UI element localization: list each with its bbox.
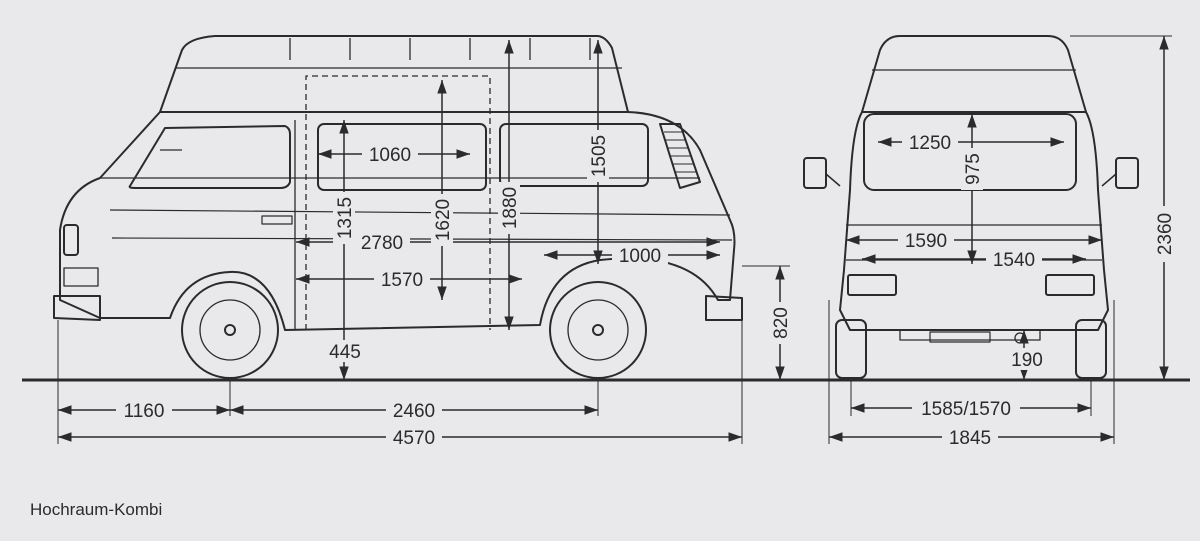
rear-body: [839, 111, 1109, 331]
label-front-overhang: 1160: [124, 401, 165, 422]
front-bumper: [53, 295, 101, 321]
vent-grille: [659, 123, 701, 189]
label-ground-clearance: 190: [1011, 350, 1043, 371]
label-floor-clearance: 445: [329, 342, 361, 363]
label-cargo-length: 2780: [361, 233, 403, 254]
rear-view-van: [803, 35, 1139, 379]
mirror-left: [803, 157, 827, 189]
right-taillight: [1045, 274, 1095, 296]
front-wheel: [181, 281, 279, 379]
rear-dimension-labels: 1250 975 1590 1540 2360 190 1585/1570 18…: [898, 131, 1176, 449]
rear-wheel-left: [835, 319, 867, 379]
drawing-caption: Hochraum-Kombi: [30, 500, 163, 519]
label-overall-height: 2360: [1155, 213, 1176, 255]
side-window-2: [499, 123, 649, 187]
high-roof: [159, 35, 629, 113]
headlight: [63, 224, 79, 256]
label-wheelbase: 2460: [393, 401, 435, 422]
label-rear-window-width: 1250: [909, 133, 951, 154]
rear-roof: [861, 35, 1087, 113]
rear-wheel: [549, 281, 647, 379]
label-rear-overhang: 1000: [619, 246, 661, 267]
side-dimension-labels: 1060 1315 1620 1880 1505 2780 1570 1000 …: [116, 130, 792, 449]
label-rear-window-height: 975: [963, 153, 984, 185]
label-interior-height: 1620: [433, 199, 454, 241]
label-window-height: 1505: [589, 135, 610, 177]
rear-wheel-right: [1075, 319, 1107, 379]
label-overall-length: 4570: [393, 428, 435, 449]
rear-dimension-lines: [828, 35, 1172, 444]
label-floor-length: 1570: [381, 270, 423, 291]
left-taillight: [847, 274, 897, 296]
side-body: [59, 111, 736, 331]
label-overall-height-front: 1880: [500, 187, 521, 229]
label-track: 1585/1570: [921, 399, 1011, 420]
cab-window: [128, 125, 291, 189]
label-rear-step-height: 820: [771, 307, 792, 339]
side-view-van: [53, 35, 743, 379]
label-window-width: 1060: [369, 145, 411, 166]
label-overall-width: 1845: [949, 428, 991, 449]
label-interior-width: 1590: [905, 231, 947, 252]
sliding-door-outline: [305, 75, 491, 330]
side-dimension-lines: [57, 40, 790, 444]
label-width-between-arches: 1540: [993, 250, 1035, 271]
mirror-right: [1115, 157, 1139, 189]
label-sill-height: 1315: [335, 197, 356, 239]
